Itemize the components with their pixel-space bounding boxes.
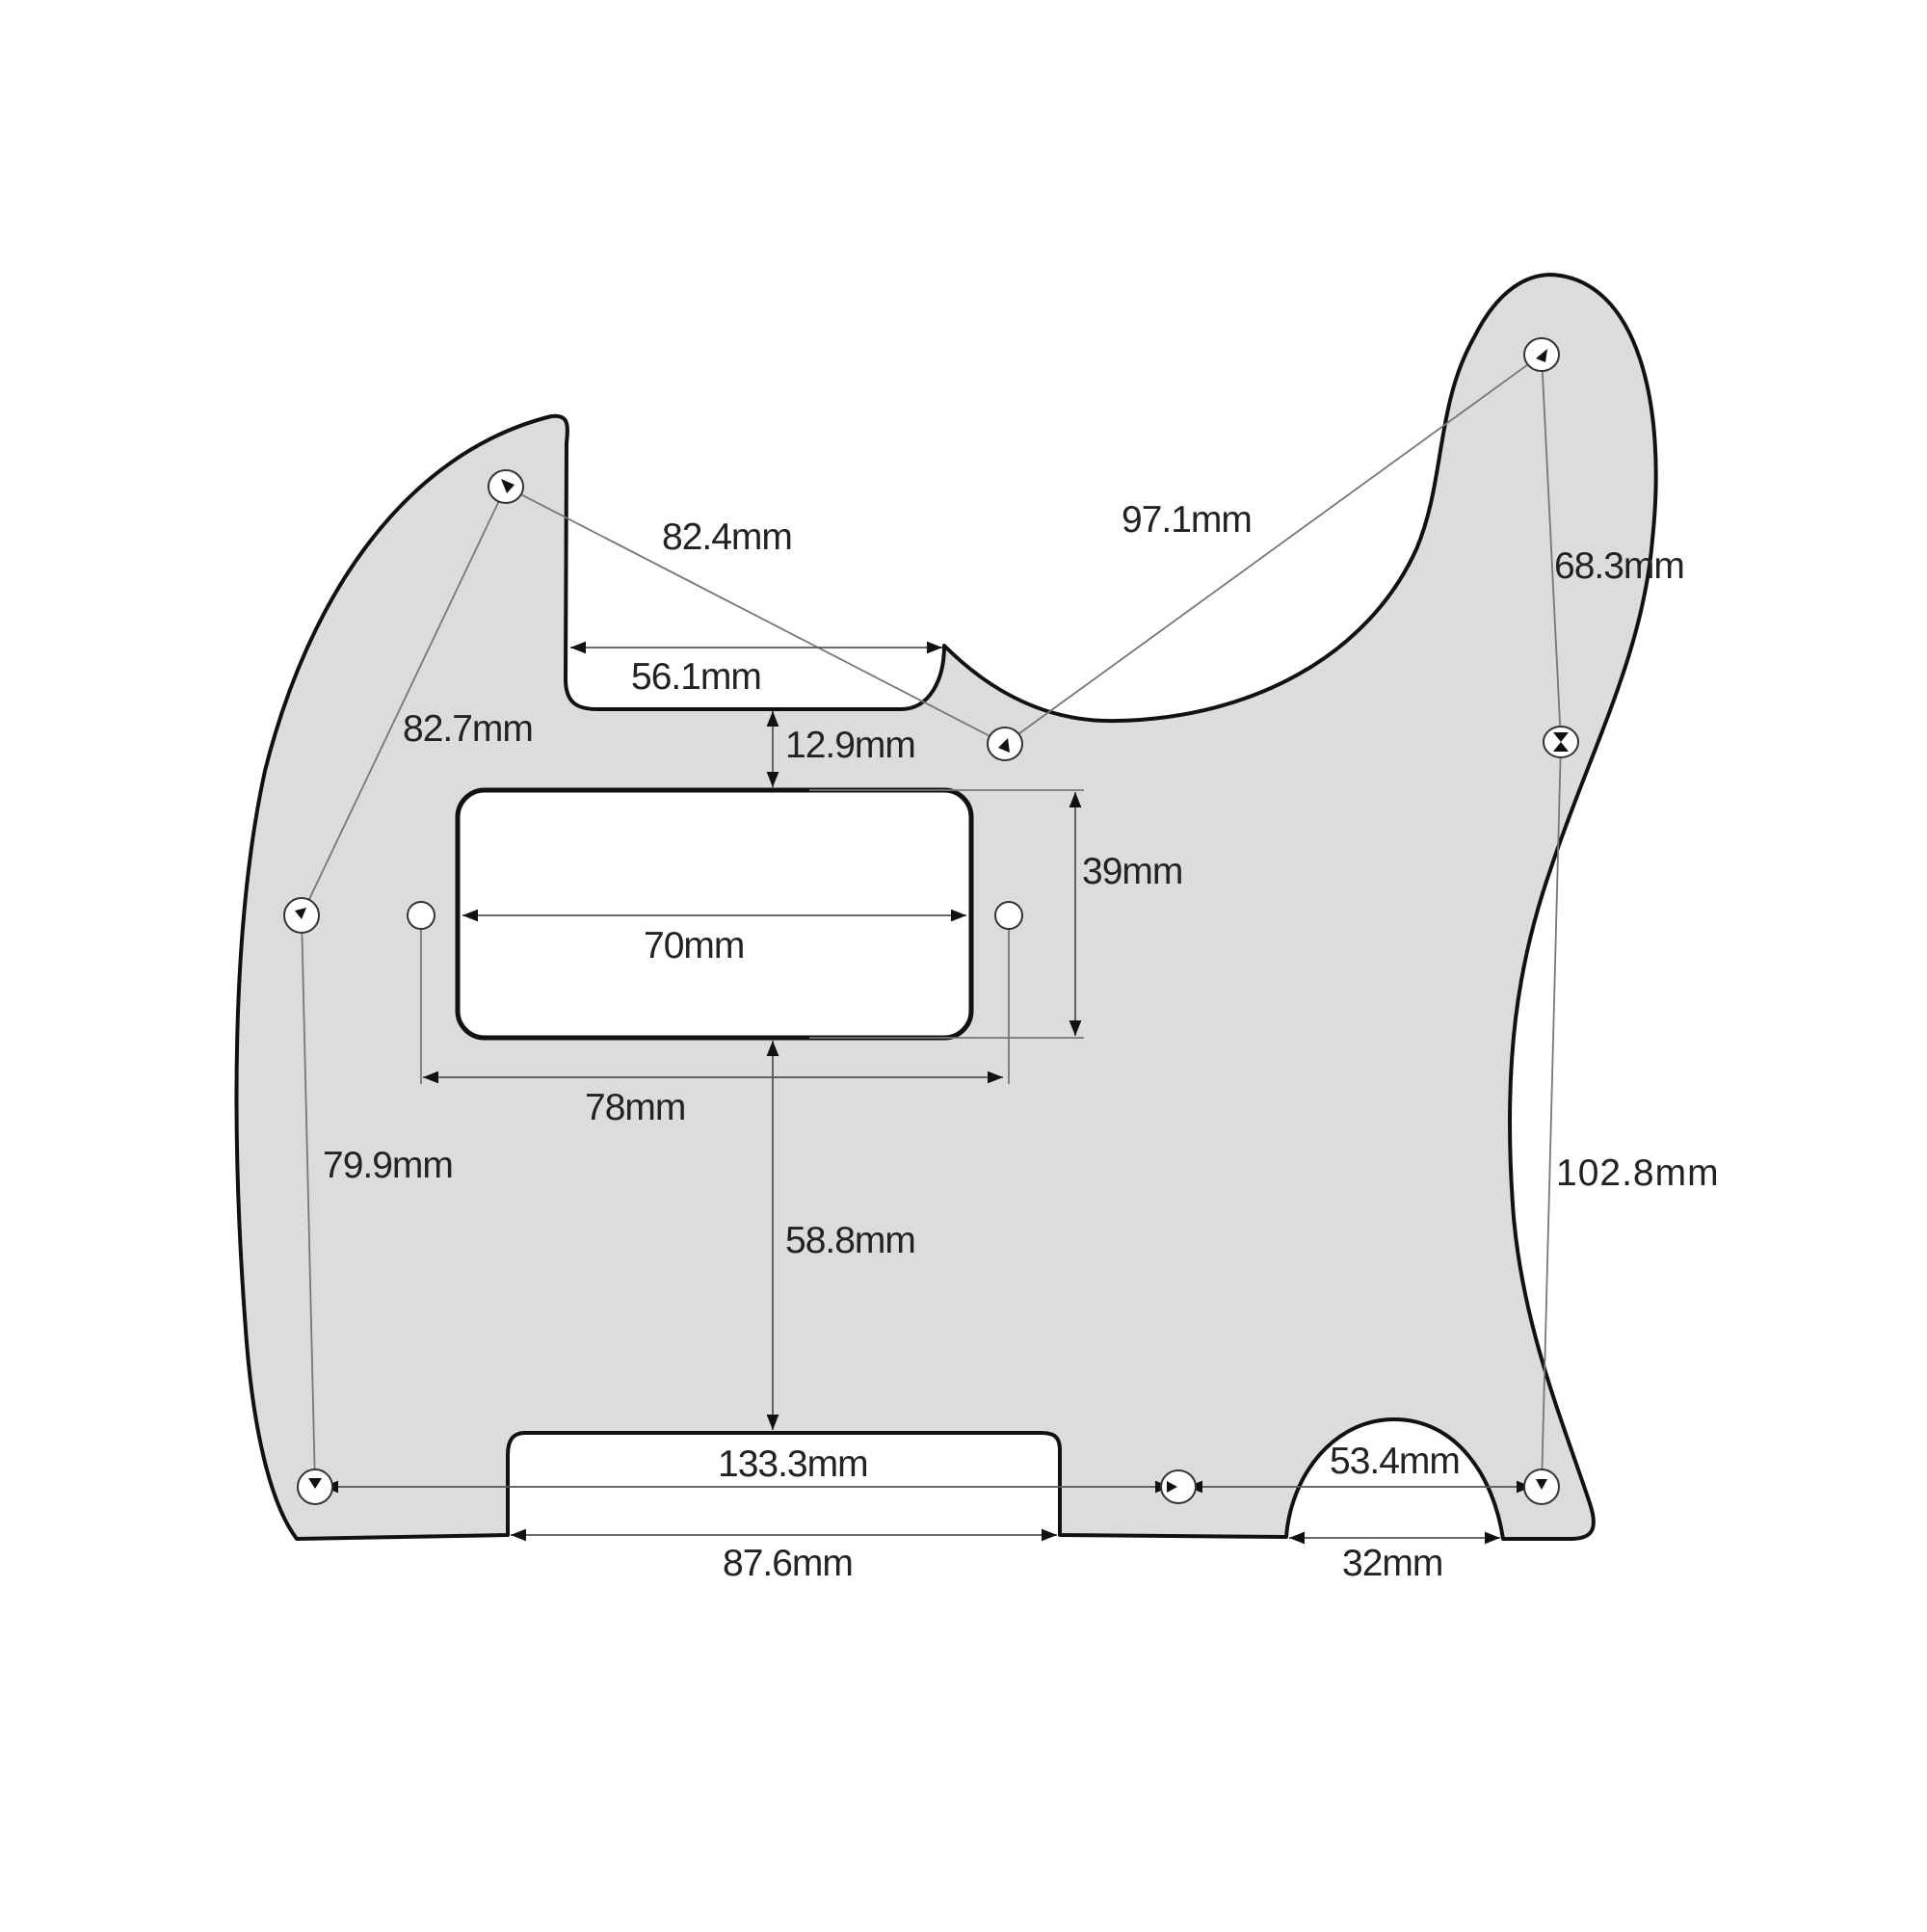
dimension-label: 12.9mm <box>785 725 916 766</box>
dimension-label: 82.4mm <box>662 516 793 558</box>
dimension-label: 102.8mm <box>1556 1152 1720 1194</box>
pickup-cutout <box>455 787 974 1041</box>
screw-hole-icon <box>1160 1469 1197 1504</box>
dimension-label: 58.8mm <box>785 1220 916 1261</box>
dimension-label: 53.4mm <box>1330 1441 1461 1482</box>
dimension-label: 56.1mm <box>631 656 762 698</box>
dimension-label: 133.3mm <box>718 1443 869 1485</box>
dimension-label: 70mm <box>644 925 745 966</box>
dimension-label: 79.9mm <box>323 1145 454 1186</box>
dimension-label: 97.1mm <box>1122 499 1253 541</box>
dimension-label: 39mm <box>1082 851 1183 892</box>
dimension-label: 87.6mm <box>723 1543 854 1584</box>
dimension-label: 82.7mm <box>403 708 534 750</box>
mount-hole-icon <box>407 901 436 930</box>
screw-holes <box>283 337 1579 1505</box>
dimension-label: 32mm <box>1342 1543 1443 1584</box>
dimension-label: 68.3mm <box>1554 545 1685 587</box>
dimension-lines <box>301 354 1562 1488</box>
mount-hole-icon <box>994 901 1023 930</box>
dimension-label: 78mm <box>585 1087 686 1128</box>
